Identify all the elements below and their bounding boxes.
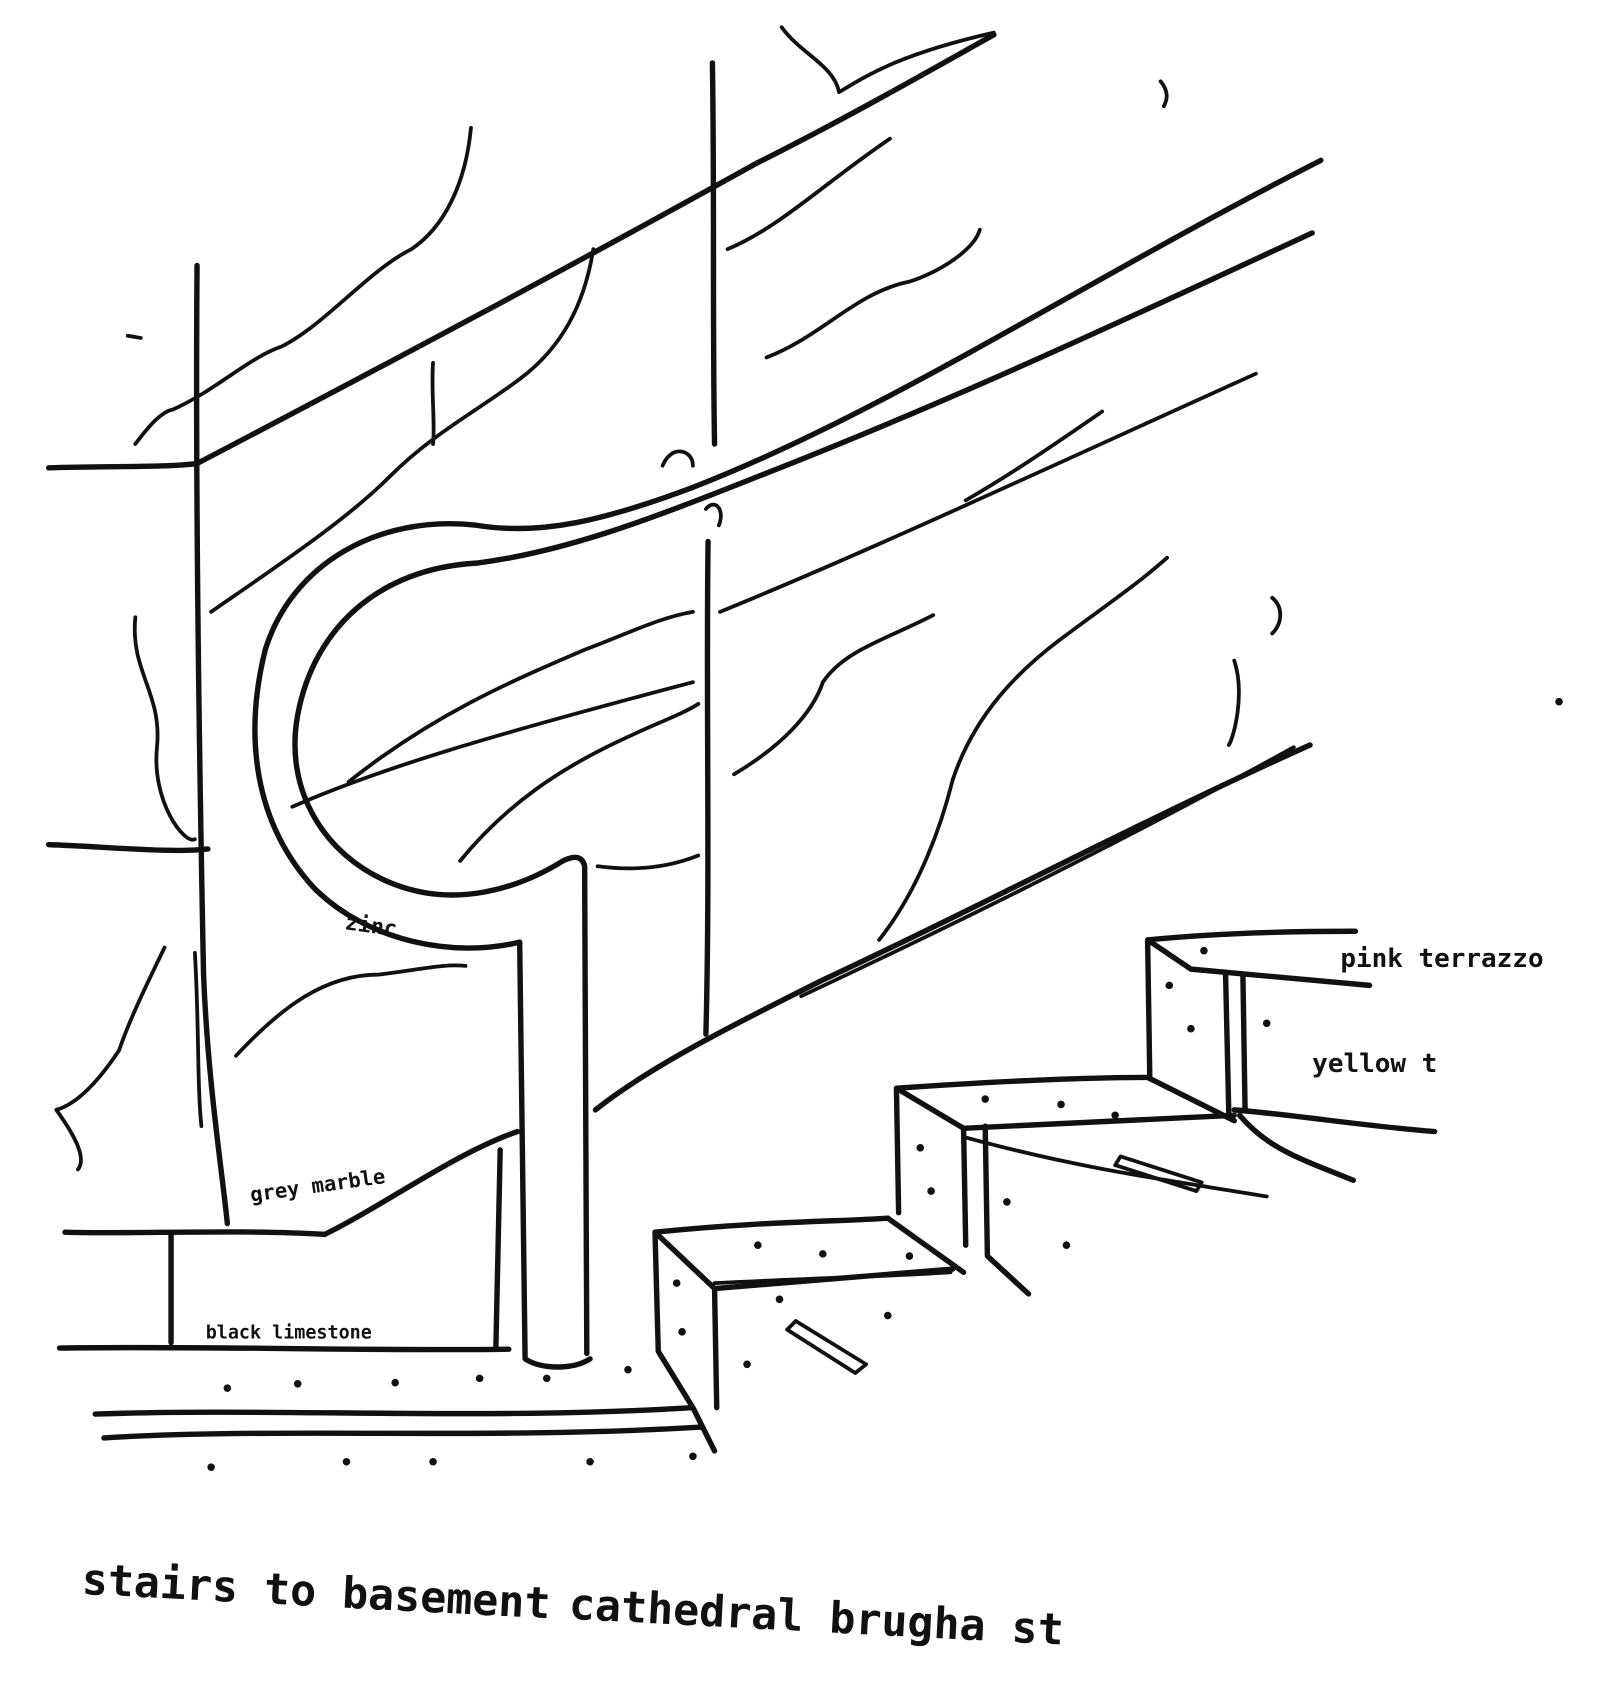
marble-vein — [132, 615, 197, 842]
terrazzo-speckles — [207, 697, 1563, 1471]
step-1 — [652, 1215, 967, 1454]
floor-line — [56, 1344, 512, 1353]
wall-line — [46, 841, 211, 854]
marble-vein — [877, 555, 1170, 942]
marble-vein — [963, 409, 1105, 503]
step-nosing — [712, 1135, 1269, 1285]
label-zinc: zinc — [343, 910, 398, 942]
floor-edge — [92, 1404, 705, 1441]
marble-vein — [458, 701, 701, 863]
skirting — [62, 1128, 521, 1238]
marble-vein — [234, 963, 468, 1058]
marble-vein — [732, 613, 936, 777]
step-3 — [1144, 928, 1438, 1183]
marble-vein — [54, 945, 167, 1172]
middle-post-upper — [709, 60, 718, 447]
rail-bracket — [660, 449, 723, 528]
marble-vein — [595, 853, 701, 871]
label-black-limestone: black limestone — [206, 1322, 372, 1343]
stair-string-double — [799, 745, 1296, 999]
upper-diagonal — [194, 32, 997, 467]
handrail-outer — [252, 157, 1324, 1370]
marble-vein — [718, 371, 1258, 614]
caption-right: cathedral brugha st — [568, 1580, 1065, 1656]
marble-vein — [725, 136, 892, 252]
marble-vein — [346, 609, 695, 784]
wall-line — [46, 460, 200, 471]
label-pink-terrazzo: pink terrazzo — [1340, 944, 1543, 974]
middle-post-lower — [703, 538, 711, 1037]
anti-slip-strip — [785, 1154, 1204, 1375]
step-2 — [893, 1074, 1237, 1297]
stair-string — [592, 742, 1313, 1113]
marble-vein — [290, 680, 695, 809]
marble-vein — [779, 25, 996, 95]
marble-vein — [764, 227, 982, 360]
marble-vein — [430, 360, 436, 446]
marble-vein — [1158, 79, 1283, 747]
marble-vein — [209, 247, 596, 614]
marble-vein — [125, 126, 473, 446]
caption-left: stairs to basement — [81, 1555, 552, 1629]
skirting-vertical — [168, 1147, 503, 1351]
marble-vein — [192, 950, 204, 1129]
label-yellow-t: yellow t — [1312, 1049, 1437, 1079]
label-grey-marble: grey marble — [249, 1164, 387, 1207]
handrail-inner — [292, 230, 1315, 1357]
left-post — [193, 262, 231, 1227]
